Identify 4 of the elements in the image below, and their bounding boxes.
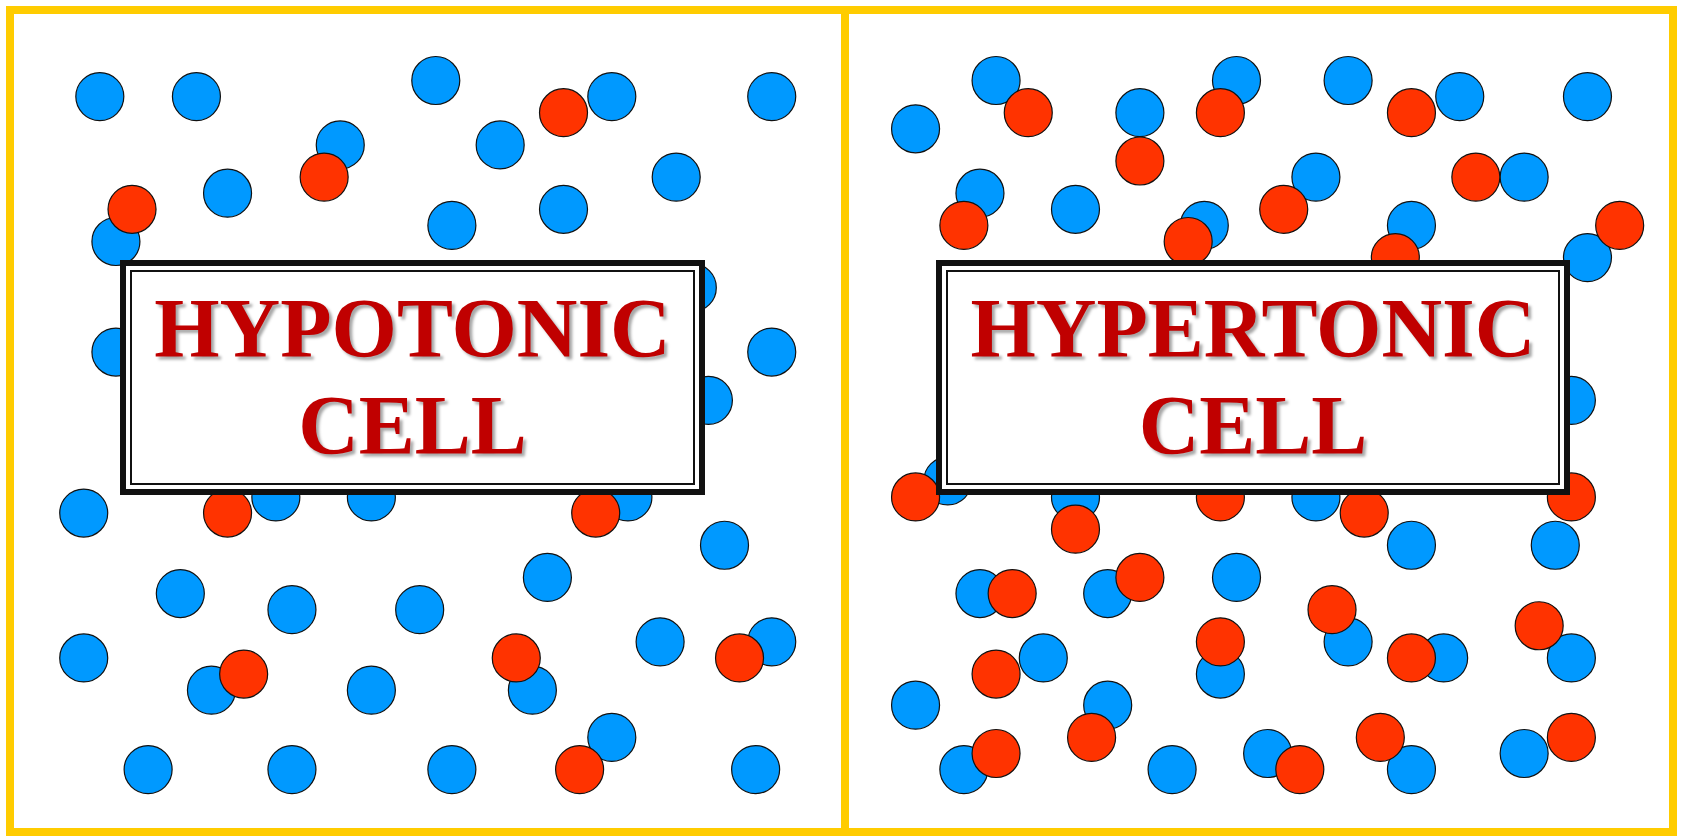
label-frame (936, 260, 1570, 495)
cell-title: HYPOTONIC CELL (153, 280, 672, 474)
cell-title: HYPERTONIC CELL (969, 280, 1537, 474)
label-frame (120, 260, 705, 495)
